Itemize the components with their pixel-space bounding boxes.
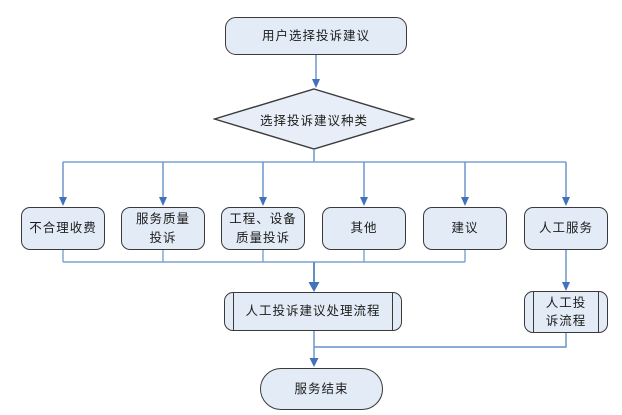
arrowhead (59, 197, 67, 206)
edge-manual-process-to-end (309, 331, 319, 367)
node-unreasonable-fees: 不合理收费 (21, 207, 105, 250)
node-suggestion: 建议 (423, 207, 507, 250)
node-label: 不合理收费 (29, 221, 97, 236)
node-service-quality-complaint: 服务质量 投诉 (121, 207, 205, 250)
edge-decision-branch-line (63, 150, 566, 163)
edge-manual-flow-to-end (314, 333, 567, 348)
node-label: 人工投诉建议处理流程 (245, 304, 381, 319)
edge-branch-to-b1 (59, 162, 67, 206)
node-manual-service: 人工服务 (524, 207, 608, 250)
node-engineering-equipment-quality-complaint: 工程、设备 质量投诉 (221, 207, 305, 250)
node-start: 用户选择投诉建议 (225, 17, 407, 55)
arrowhead (309, 358, 319, 367)
node-label: 其他 (350, 221, 378, 236)
node-label: 人工投 诉流程 (545, 295, 587, 328)
node-label: 建议 (451, 221, 479, 236)
edge-branch-to-b4 (360, 162, 368, 206)
node-end: 服务结束 (260, 368, 383, 410)
edge-b6-to-manual-flow (562, 250, 570, 291)
node-end-label: 服务结束 (294, 381, 349, 396)
node-manual-complaint-suggestion-process: 人工投诉建议处理流程 (224, 292, 402, 331)
arrowhead (360, 197, 368, 206)
edge-branch-to-b5 (461, 162, 469, 206)
node-label: 服务质量 投诉 (135, 212, 190, 245)
arrowhead (562, 282, 570, 291)
edge-branches-to-manual-process (62, 250, 466, 292)
node-other: 其他 (322, 207, 406, 250)
edge-start-decision (312, 55, 320, 88)
node-label: 人工服务 (538, 221, 593, 236)
arrowhead (312, 79, 320, 88)
decision-diamond-shape (213, 88, 415, 150)
arrowhead (461, 197, 469, 206)
edge-branch-to-b2 (159, 162, 167, 206)
arrowhead (159, 197, 167, 206)
edge-branch-to-b6 (562, 162, 570, 206)
node-decision-label: 选择投诉建议种类 (259, 113, 368, 128)
edge-branch-to-b3 (259, 162, 267, 206)
node-label: 工程、设备 质量投诉 (229, 212, 297, 245)
node-manual-complaint-flow: 人工投 诉流程 (524, 291, 608, 333)
arrowhead (308, 282, 320, 292)
arrowhead (259, 197, 267, 206)
node-decision: 选择投诉建议种类 (213, 88, 415, 150)
arrowhead (562, 197, 570, 206)
node-start-label: 用户选择投诉建议 (261, 28, 370, 43)
